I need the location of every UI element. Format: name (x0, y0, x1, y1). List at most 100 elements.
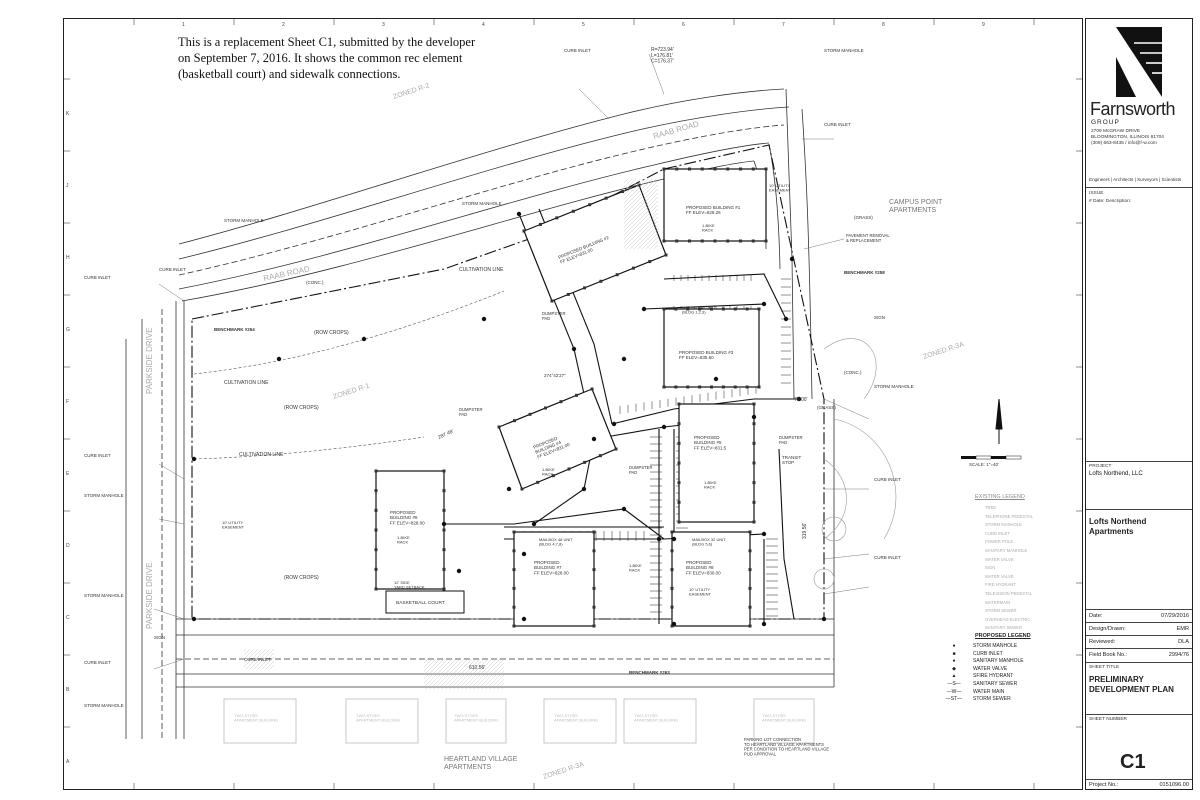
existing-legend-item: POWER POLE (985, 539, 1014, 545)
benchmark-263-label: BENCHMARK #263 (629, 670, 670, 675)
existing-legend-title: EXISTING LEGEND (975, 494, 1025, 500)
existing-legend-item: STORM SEWER (985, 608, 1017, 614)
issue-label: ISSUE (1089, 191, 1104, 196)
curb-inlet-label-5: CURB INLET (84, 660, 111, 665)
raab-road-label-1: RAAB ROAD (263, 264, 311, 283)
north-arrow (995, 398, 1003, 444)
existing-legend-item: SANITARY SEWER (985, 625, 1022, 631)
grid-row-label: F (66, 399, 69, 405)
existing-legend-item: SANITARY MANHOLE (985, 547, 1028, 553)
mailbox-48b-label: MAILBOX 48 UNIT(BLDG 4,7,8) (539, 537, 573, 547)
site-boundary (191, 144, 825, 620)
proposed-legend-items: ●STORM MANHOLE■CURB INLET●SANITARY MANHO… (935, 643, 1024, 704)
storm-manhole-label-1: STORM MANHOLE (462, 201, 502, 206)
proposed-legend-title: PROPOSED LEGEND (975, 633, 1031, 639)
pavement-removal-label: PAVEMENT REMOVAL& REPLACEMENT (846, 233, 890, 243)
grid-row-label: B (66, 687, 70, 693)
cultivation-line-1: CULTIVATION LINE (459, 267, 504, 273)
grid-row-label: E (66, 471, 70, 477)
grid-col-label: 4 (482, 22, 485, 28)
grid-row-label: K (66, 111, 70, 117)
building-1 (663, 168, 767, 242)
reviewed-row: Reviewed:DLA (1089, 639, 1189, 645)
grid-col-label: 1 (182, 22, 185, 28)
existing-legend-item: SIGN (985, 565, 996, 571)
grid-col-label: 9 (982, 22, 985, 28)
storm-manhole-label-3: STORM MANHOLE (874, 384, 914, 389)
building-5 (678, 403, 755, 523)
storm-manhole-label-6: STORM MANHOLE (84, 703, 124, 708)
grid-row-label: A (66, 759, 70, 765)
design-row: Design/Drawn:EMR (1089, 626, 1189, 632)
curb-inlet-label-2: CURB INLET (159, 267, 186, 272)
replacement-note: This is a replacement Sheet C1, submitte… (178, 35, 476, 81)
benchmark-258-label: BENCHMARK #258 (844, 270, 885, 275)
benchmark-254-label: BENCHMARK #254 (214, 327, 255, 332)
grid-col-label: 2 (282, 22, 285, 28)
grid-col-label: 8 (882, 22, 885, 28)
grid-row-label: G (66, 327, 70, 333)
proposed-legend-item: ■CURB INLET (952, 650, 1003, 657)
grid-col-label: 5 (582, 22, 585, 28)
grid-col-label: 6 (682, 22, 685, 28)
grid-row-label: D (66, 543, 70, 549)
row-crops-1: (ROW CROPS) (314, 330, 349, 336)
proposed-legend-item: ◆WATER VALVE (952, 665, 1008, 672)
storm-manhole-label-2: STORM MANHOLE (224, 218, 264, 223)
proposed-legend-item: ●STORM MANHOLE (952, 643, 1018, 649)
proposed-legend-item: —W—WATER MAIN (946, 688, 1005, 695)
proposed-legend-item: —ST—STORM SEWER (945, 696, 1011, 703)
dim-610: 610.56' (469, 665, 485, 671)
sheet-title: PRELIMINARY DEVELOPMENT PLAN (1089, 675, 1174, 694)
heartland-buildings (223, 698, 815, 744)
conc-label-1: (CONC.) (306, 280, 324, 285)
storm-manhole-label-4: STORM MANHOLE (84, 493, 124, 498)
row-crops-3: (ROW CROPS) (284, 575, 319, 581)
firm-name: Farnsworth (1090, 99, 1176, 119)
building-7 (513, 531, 595, 627)
client-name: Lofts Northend, LLC (1089, 471, 1143, 477)
raab-road (178, 88, 790, 302)
row-crops-2: (ROW CROPS) (284, 405, 319, 411)
existing-legend-item: TELEVISION PEDESTAL (985, 590, 1033, 596)
project-label: PROJECT (1089, 464, 1112, 469)
curb-inlet-label-8: CURB INLET (824, 122, 851, 127)
curb-inlet-label-6: CURB INLET (874, 477, 901, 482)
basketball-court-label: BASKETBALL COURT (396, 600, 445, 606)
mailbox-48a-label: MAILBOX 48 UNIT(BLDG 1,2,3) (682, 305, 716, 315)
farnsworth-logo-icon (1116, 27, 1162, 97)
title-block: Farnsworth GROUP 2709 McGRAW DRIVE BLOOM… (1085, 18, 1193, 790)
mailbox-32-label: MAILBOX 32 UNIT(BLDG 5,6) (692, 537, 726, 547)
existing-legend-item: WATER VALVE (985, 556, 1014, 562)
grid-row-label: H (66, 255, 70, 261)
curb-inlet-label-4: CURB INLET (84, 453, 111, 458)
existing-legend-item: WATER VALVE (985, 573, 1014, 579)
basketball-court-shape (385, 590, 465, 614)
existing-legend-item: FIRE HYDRANT (985, 582, 1016, 588)
existing-legend-item: CURB INLET (985, 530, 1010, 536)
sheet-number: C1 (1120, 751, 1146, 773)
proposed-legend-item: —S—SANITARY SEWER (947, 680, 1018, 687)
building-3 (663, 308, 760, 388)
dim-70: 70.00' (794, 397, 808, 403)
parkside-drive (125, 301, 185, 739)
zoned-r3a-label-2: ZONED R-3A (542, 761, 585, 781)
